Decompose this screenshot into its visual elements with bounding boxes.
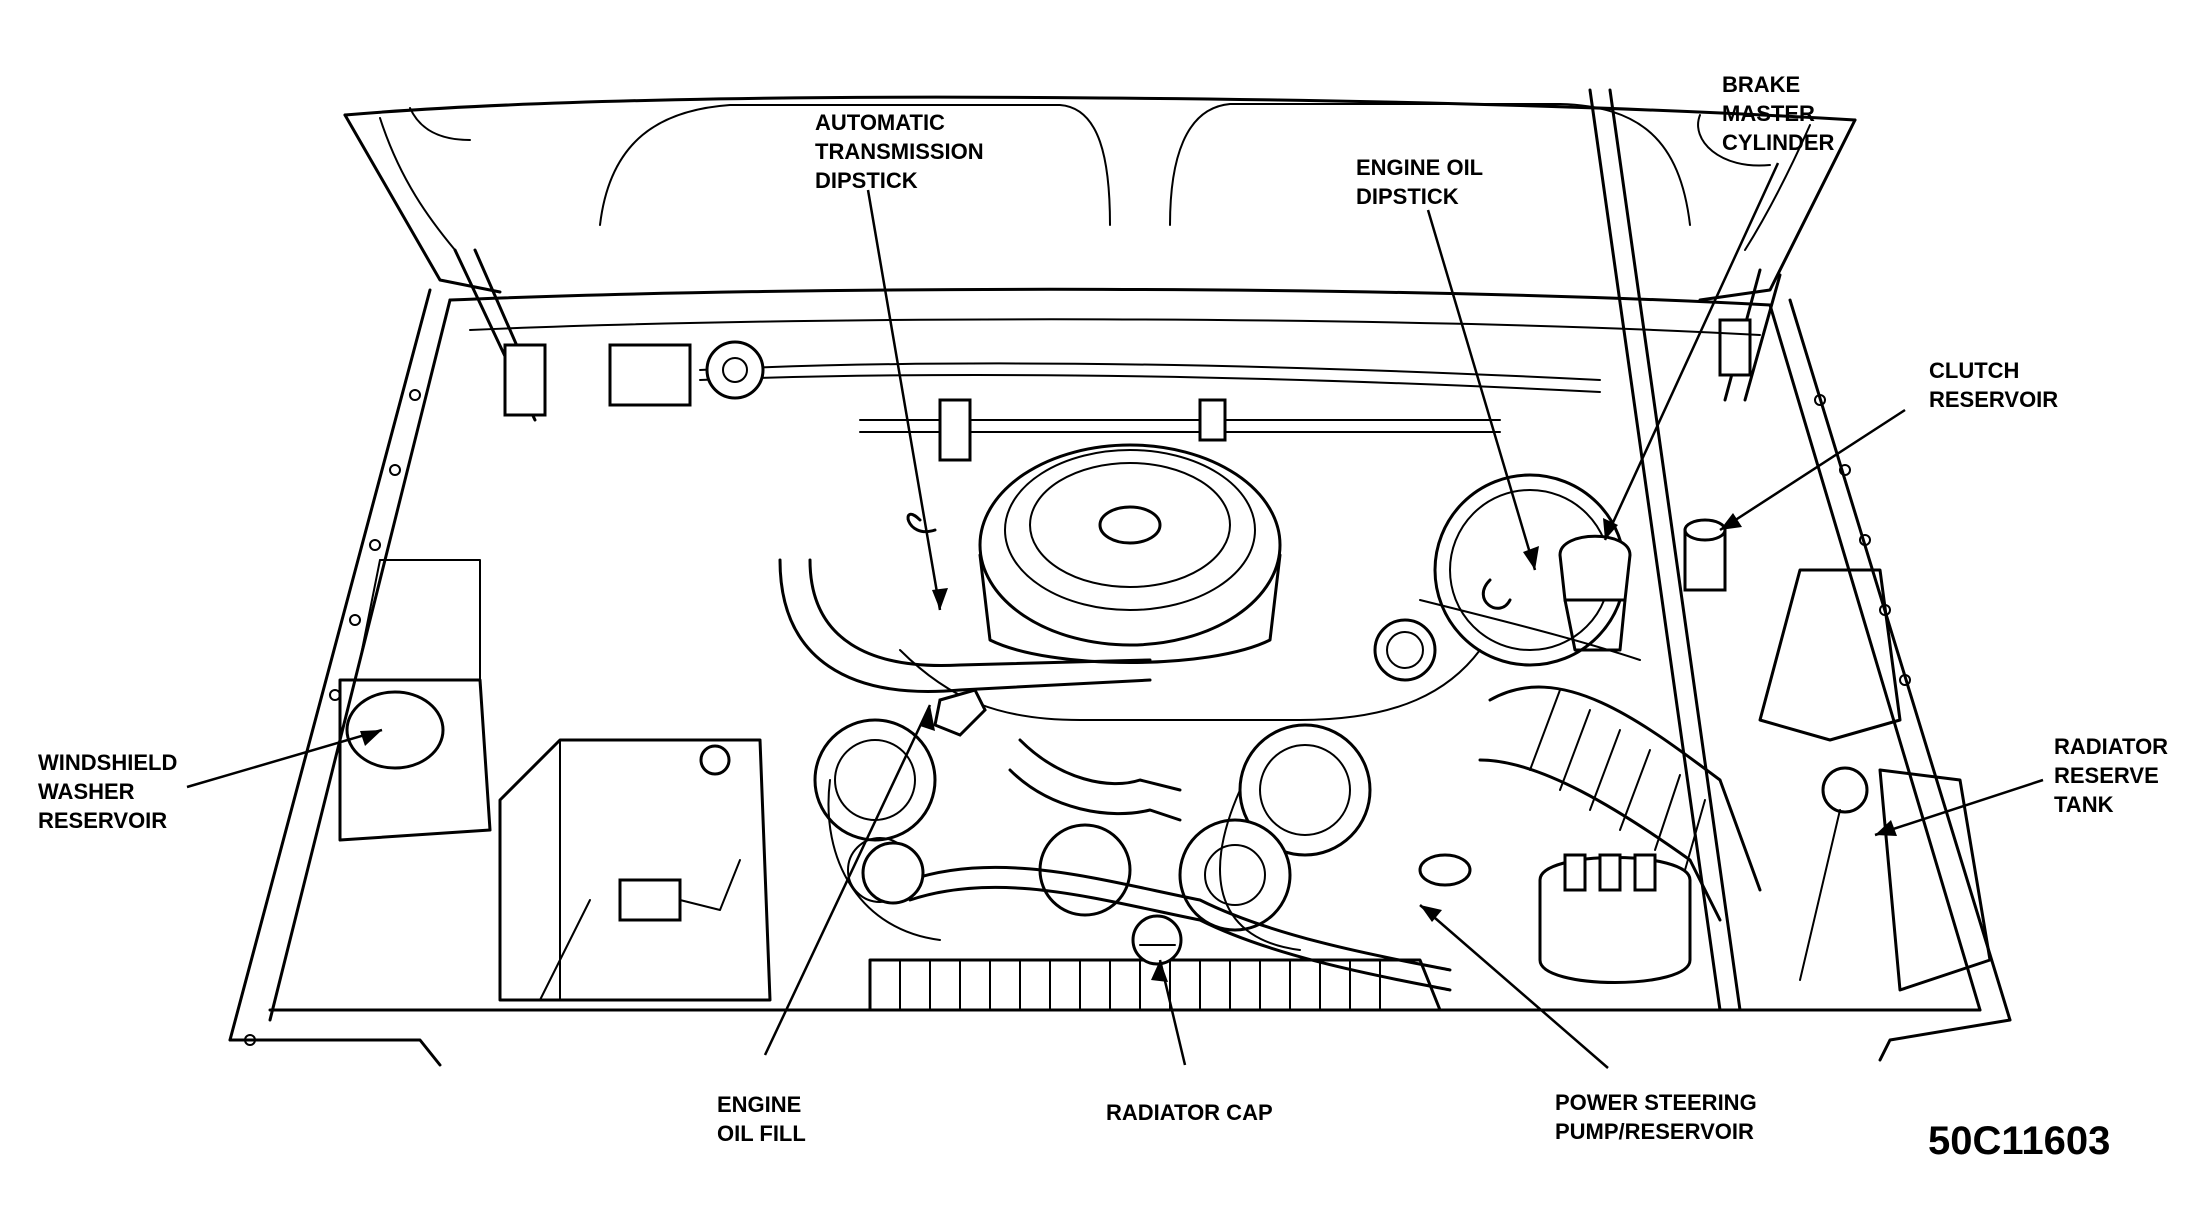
label-radiator-cap: RADIATOR CAP: [1106, 1100, 1273, 1125]
label-engine-oil-dipstick: ENGINE OIL DIPSTICK: [1356, 155, 1489, 209]
leader-lines: [186, 162, 2044, 1069]
label-brake-master-cylinder: BRAKE MASTER CYLINDER: [1722, 72, 1835, 155]
label-engine-oil-fill: ENGINE OIL FILL: [717, 1092, 807, 1146]
label-automatic-transmission-dipstick: AUTOMATIC TRANSMISSION DIPSTICK: [815, 110, 990, 193]
leader-brake-master-cylinder: [1603, 162, 1780, 541]
label-windshield-washer-reservoir: WINDSHIELD WASHER RESERVOIR: [38, 750, 183, 833]
leader-radiator-reserve-tank: [1874, 778, 2044, 837]
figure-code: 50C11603: [1928, 1119, 2110, 1163]
radiator-part: [868, 914, 1442, 1012]
hood-struts: [453, 88, 1782, 1012]
power-steering-pump-part: [1418, 853, 1692, 984]
label-radiator-reserve-tank: RADIATOR RESERVE TANK: [2054, 734, 2174, 817]
label-clutch-reservoir: CLUTCH RESERVOIR: [1929, 358, 2058, 412]
engine-bay-illustration: [228, 88, 2012, 1067]
firewall-lines: [608, 340, 1601, 462]
leader-engine-oil-fill: [763, 704, 932, 1056]
reserve-tank-part: [1758, 568, 1992, 992]
leader-windshield-washer-reservoir: [186, 728, 383, 789]
fenders: [228, 287, 2012, 1067]
label-power-steering-pump-reservoir: POWER STEERING PUMP/RESERVOIR: [1555, 1090, 1763, 1144]
leader-clutch-reservoir: [1719, 408, 1906, 532]
oil-fill-part: [861, 688, 987, 905]
arrowhead: [360, 730, 382, 746]
arrowhead: [932, 588, 948, 610]
hoses: [778, 558, 1452, 992]
arrowhead: [1720, 513, 1742, 530]
arrowhead: [1420, 905, 1442, 922]
brake-booster-part: [1433, 473, 1727, 667]
arrowhead: [1151, 960, 1168, 982]
arrowhead: [1603, 518, 1618, 540]
engine-block-part: [813, 599, 1641, 951]
washer-reservoir-part: [338, 559, 492, 842]
leader-automatic-transmission-dipstick: [866, 189, 942, 611]
leader-engine-oil-dipstick: [1426, 209, 1537, 571]
battery-part: [498, 738, 772, 1002]
air-intake-bellows: [1478, 685, 1762, 922]
arrowhead: [1523, 546, 1539, 570]
hood: [343, 95, 1857, 302]
arrowhead: [1875, 820, 1897, 836]
callout-labels: AUTOMATIC TRANSMISSION DIPSTICK ENGINE O…: [38, 72, 2174, 1163]
leader-power-steering-pump: [1419, 904, 1609, 1069]
arrowhead: [920, 705, 935, 731]
air-cleaner-part: [978, 443, 1282, 664]
